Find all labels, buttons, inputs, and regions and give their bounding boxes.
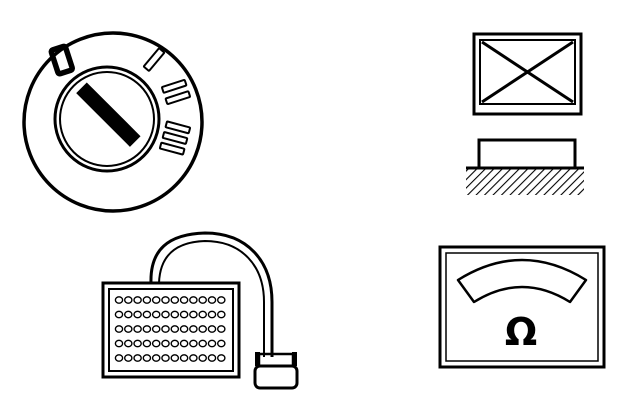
connector-pin — [124, 354, 133, 362]
connector-pin — [114, 325, 124, 333]
cable-inner — [158, 239, 265, 357]
connector-pin — [151, 296, 161, 304]
connector-pin — [142, 339, 152, 348]
connector-pin — [151, 310, 161, 319]
connector-pin — [133, 310, 142, 319]
connector-pin — [133, 354, 142, 362]
connector-pin — [216, 296, 226, 304]
connector-board-inner — [108, 288, 234, 372]
dial-knob-inner — [59, 71, 155, 167]
connector-pin — [179, 354, 189, 362]
connector-pin — [170, 310, 180, 319]
ground-hatch — [466, 169, 584, 195]
connector-pin — [198, 310, 207, 319]
connector-pin — [189, 296, 198, 304]
ohm-symbol: Ω — [505, 310, 537, 354]
connector-pin — [216, 310, 226, 319]
cross-line-b — [481, 40, 574, 104]
ohmmeter-frame-inner — [445, 252, 599, 362]
ignition-switch-dial — [22, 31, 204, 213]
cable-outer — [149, 231, 274, 357]
connector-pin — [189, 339, 198, 348]
connector-pin — [179, 296, 189, 304]
position-3-label — [159, 120, 191, 156]
connector-pin — [198, 325, 207, 333]
connector-pin — [133, 296, 142, 304]
connector-pin — [133, 325, 142, 333]
position-0-label — [48, 43, 76, 77]
connector-pin — [216, 325, 226, 333]
connector-pin — [198, 354, 207, 362]
connector-pin — [114, 339, 124, 348]
connector-board-outer — [101, 281, 241, 379]
connector-board-with-cable — [101, 231, 299, 390]
connector-pin — [216, 354, 226, 362]
connector-pin — [124, 339, 133, 348]
connector-pin — [161, 296, 170, 304]
crossed-box-outer — [472, 32, 583, 116]
ohmmeter-scale-arc — [456, 258, 588, 304]
ohmmeter-frame-outer — [438, 245, 606, 369]
connector-pin — [207, 296, 217, 304]
position-2-label — [161, 78, 191, 106]
connector-pin — [198, 296, 207, 304]
connector-pin — [142, 325, 152, 333]
connector-pin — [114, 354, 124, 362]
connector-pin — [179, 339, 189, 348]
connector-pin-grid — [114, 296, 226, 362]
connector-pin — [170, 296, 180, 304]
connector-pin — [170, 339, 180, 348]
connector-pin — [124, 310, 133, 319]
position-1-label — [143, 47, 166, 72]
pedestal-block — [477, 138, 577, 170]
connector-pin — [124, 325, 133, 333]
connector-pin — [151, 339, 161, 348]
connector-pin — [207, 354, 217, 362]
connector-pin — [189, 325, 198, 333]
connector-pin — [124, 296, 133, 304]
key-pointer-icon — [76, 82, 141, 147]
dial-knob-outer — [53, 65, 161, 173]
connector-pin — [207, 339, 217, 348]
connector-pin — [151, 325, 161, 333]
plug-tab-left — [255, 352, 260, 366]
connector-pin — [189, 310, 198, 319]
connector-pin — [142, 310, 152, 319]
connector-pin — [151, 354, 161, 362]
ohmmeter: Ω — [438, 245, 606, 369]
connector-pin — [133, 339, 142, 348]
crossed-box-inner — [479, 39, 576, 105]
dial-outer-ring — [22, 31, 204, 213]
connector-pin — [216, 339, 226, 348]
connector-pin — [207, 310, 217, 319]
plug-tab-right — [292, 352, 297, 366]
plug-body — [253, 364, 299, 390]
connector-pin — [179, 325, 189, 333]
connector-pin — [161, 339, 170, 348]
connector-pin — [170, 325, 180, 333]
connector-pin — [198, 339, 207, 348]
connector-pin — [161, 354, 170, 362]
connector-pin — [161, 310, 170, 319]
connector-pin — [189, 354, 198, 362]
connector-pin — [170, 354, 180, 362]
connector-pin — [161, 325, 170, 333]
component-mount-symbol — [466, 32, 584, 195]
connector-pin — [142, 354, 152, 362]
connector-pin — [207, 325, 217, 333]
connector-pin — [114, 296, 124, 304]
connector-pin — [179, 310, 189, 319]
connector-pin — [142, 296, 152, 304]
connector-pin — [114, 310, 124, 319]
